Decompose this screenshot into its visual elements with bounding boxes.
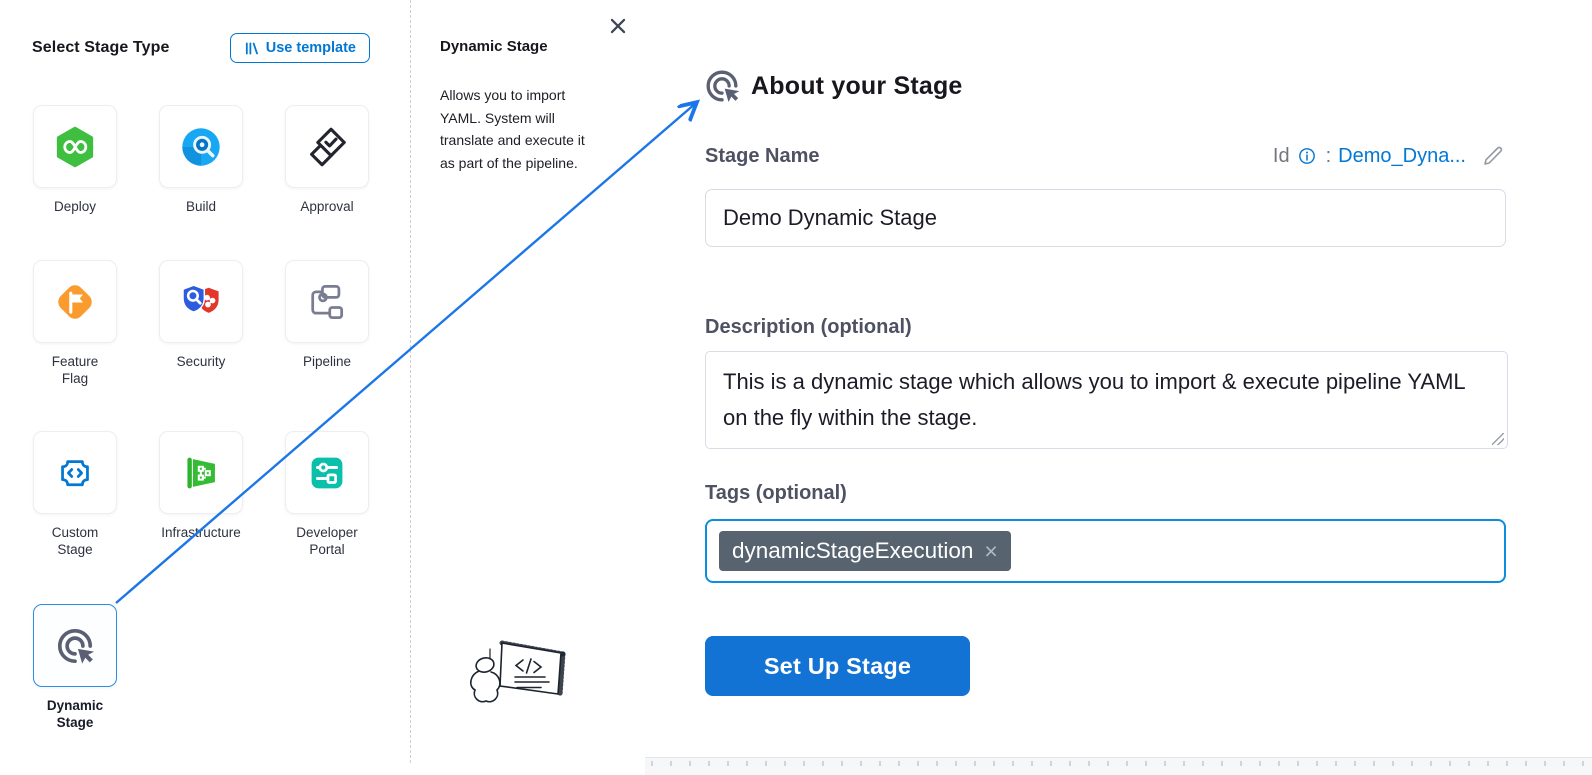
stage-card-security[interactable]: [159, 260, 243, 343]
security-icon: [179, 280, 223, 324]
pipeline-canvas-grid: [645, 757, 1592, 775]
tag-chip: dynamicStageExecution ×: [719, 531, 1011, 571]
pipeline-icon: [305, 280, 349, 324]
stage-cell-approval: Approval: [285, 105, 369, 260]
dynamic-stage-icon: [53, 624, 97, 668]
stage-cell-pipeline: Pipeline: [285, 260, 369, 431]
stage-cell-custom-stage: Custom Stage: [33, 431, 117, 604]
remove-tag-icon[interactable]: ×: [984, 537, 998, 564]
stage-card-build[interactable]: [159, 105, 243, 188]
stage-grid-row: Feature Flag Security Pipeline: [33, 260, 393, 431]
tags-label: Tags (optional): [705, 482, 847, 504]
stage-card-label: Pipeline: [302, 354, 352, 369]
close-icon[interactable]: [607, 15, 629, 37]
description-label: Description (optional): [705, 316, 912, 338]
stage-card-dynamic-stage[interactable]: [33, 604, 117, 687]
stage-info-title: Dynamic Stage: [440, 38, 548, 55]
stage-card-label: Feature Flag: [51, 354, 99, 386]
stage-cell-security: Security: [159, 260, 243, 431]
stage-card-label: Deploy: [53, 199, 97, 214]
left-panel-header: Select Stage Type Use template: [32, 33, 370, 63]
stage-grid-row: Dynamic Stage: [33, 604, 393, 731]
stage-card-label: Infrastructure: [161, 525, 241, 540]
custom-stage-icon: [53, 451, 97, 495]
tag-chip-label: dynamicStageExecution: [732, 538, 974, 563]
stage-cell-infrastructure: Infrastructure: [159, 431, 243, 604]
use-template-label: Use template: [265, 40, 356, 56]
stage-info-panel: Dynamic Stage Allows you to import YAML.…: [410, 0, 640, 775]
stage-card-infrastructure[interactable]: [159, 431, 243, 514]
feature-flag-icon: [53, 280, 97, 324]
stage-cell-deploy: Deploy: [33, 105, 117, 260]
stage-card-label: Build: [185, 199, 217, 214]
deploy-icon: [53, 125, 97, 169]
tags-input[interactable]: dynamicStageExecution ×: [705, 519, 1506, 583]
description-textarea[interactable]: This is a dynamic stage which allows you…: [705, 351, 1508, 449]
stage-grid-row: Deploy Build Approval: [33, 105, 393, 260]
infrastructure-icon: [179, 451, 223, 495]
select-stage-type-title: Select Stage Type: [32, 39, 170, 56]
stage-cell-build: Build: [159, 105, 243, 260]
stage-grid-row: Custom Stage Infrastructure Developer Port…: [33, 431, 393, 604]
stage-id-value[interactable]: Demo_Dyna...: [1338, 144, 1466, 167]
stage-card-custom-stage[interactable]: [33, 431, 117, 514]
about-stage-title: About your Stage: [751, 71, 963, 100]
stage-name-label: Stage Name: [705, 144, 820, 167]
description-field: This is a dynamic stage which allows you…: [705, 351, 1508, 449]
stage-card-developer-portal[interactable]: [285, 431, 369, 514]
stage-card-label: Dynamic Stage: [46, 698, 104, 730]
stage-card-deploy[interactable]: [33, 105, 117, 188]
stage-name-row: Stage Name Id : Demo_Dyna...: [705, 144, 1505, 168]
stage-card-label: Custom Stage: [51, 525, 99, 557]
stage-card-label: Approval: [300, 199, 354, 214]
id-label: Id: [1272, 144, 1290, 167]
build-icon: [179, 125, 223, 169]
edit-id-icon[interactable]: [1481, 144, 1505, 168]
select-stage-type-panel: Select Stage Type Use template Deploy Bui…: [0, 0, 410, 775]
stage-card-feature-flag[interactable]: [33, 260, 117, 343]
info-icon[interactable]: [1297, 146, 1317, 166]
stage-id-row: Id : Demo_Dyna...: [1273, 144, 1505, 168]
use-template-button[interactable]: Use template: [229, 33, 370, 63]
about-stage-panel: About your Stage Stage Name Id : Demo_Dy…: [640, 0, 1592, 775]
stage-info-description: Allows you to import YAML. System will t…: [440, 87, 585, 171]
stage-card-label: Security: [176, 354, 226, 369]
stage-cell-feature-flag: Feature Flag: [33, 260, 117, 431]
stage-card-approval[interactable]: [285, 105, 369, 188]
stage-name-input[interactable]: [705, 189, 1506, 247]
whiteboard-illustration: [460, 628, 582, 718]
id-separator: :: [1325, 144, 1332, 167]
developer-portal-icon: [305, 451, 349, 495]
set-up-stage-button[interactable]: Set Up Stage: [705, 636, 970, 696]
stage-cell-developer-portal: Developer Portal: [285, 431, 369, 604]
dynamic-stage-icon: [702, 66, 742, 106]
stage-card-label: Developer Portal: [296, 525, 358, 557]
approval-icon: [305, 125, 349, 169]
about-stage-header: About your Stage: [702, 66, 963, 106]
stage-cell-dynamic-stage: Dynamic Stage: [33, 604, 117, 731]
template-library-icon: [244, 41, 259, 56]
stage-card-pipeline[interactable]: [285, 260, 369, 343]
